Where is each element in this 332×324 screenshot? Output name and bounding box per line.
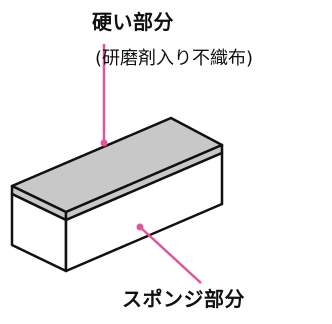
sponge-part-label: スポンジ部分 <box>122 287 245 311</box>
hard-part-leader-dot <box>100 139 108 147</box>
sponge-side-face <box>64 151 224 273</box>
sponge-part-leader-line <box>139 226 202 284</box>
hard-part-note: (研磨剤入り不織布) <box>95 48 254 69</box>
sponge-part-leader-dot <box>136 223 144 231</box>
hard-part-label: 硬い部分 <box>92 10 174 34</box>
